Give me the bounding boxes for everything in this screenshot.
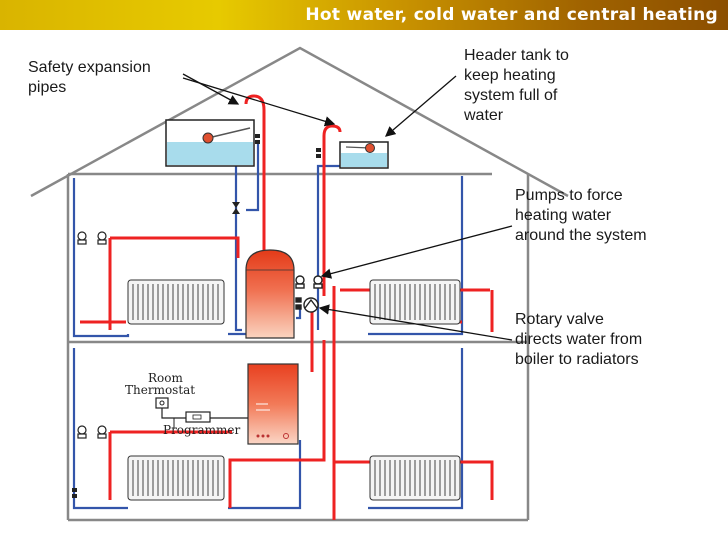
pumps-label: Pumps to force heating water around the … — [515, 187, 647, 244]
taps — [77, 231, 107, 439]
radiator-fins — [132, 284, 456, 496]
rotary-valve-label: Rotary valve directs water from boiler t… — [515, 311, 643, 368]
radiator-upper-left — [127, 279, 225, 325]
header-tank-label: Header tank to keep heating system full … — [464, 47, 569, 124]
pumps — [295, 275, 323, 289]
header-tank — [339, 141, 389, 169]
room-thermostat-icon — [155, 397, 169, 409]
programmer-label: Programmer — [163, 423, 240, 437]
title-banner: Hot water, cold water and central heatin… — [0, 0, 728, 30]
hot-water-pipes — [80, 94, 494, 520]
thermostat-label-line2: Thermostat — [125, 383, 195, 397]
house-outline — [30, 46, 569, 522]
safety-pipes-label: Safety expansion pipes — [28, 59, 151, 96]
hot-water-cylinder — [245, 249, 295, 339]
cold-water-pipes — [72, 140, 464, 510]
thermostat-label-line1: Room — [148, 371, 183, 385]
radiator-lower-left — [127, 455, 225, 501]
boiler — [247, 363, 299, 445]
callout-arrows — [182, 73, 513, 341]
programmer-icon — [185, 411, 211, 423]
page-title: Hot water, cold water and central heatin… — [305, 5, 718, 25]
stop-valves — [72, 134, 321, 498]
controls: Room Thermostat Programmer — [125, 371, 248, 437]
cold-water-tank — [165, 119, 255, 167]
rotary-valve — [295, 297, 319, 313]
